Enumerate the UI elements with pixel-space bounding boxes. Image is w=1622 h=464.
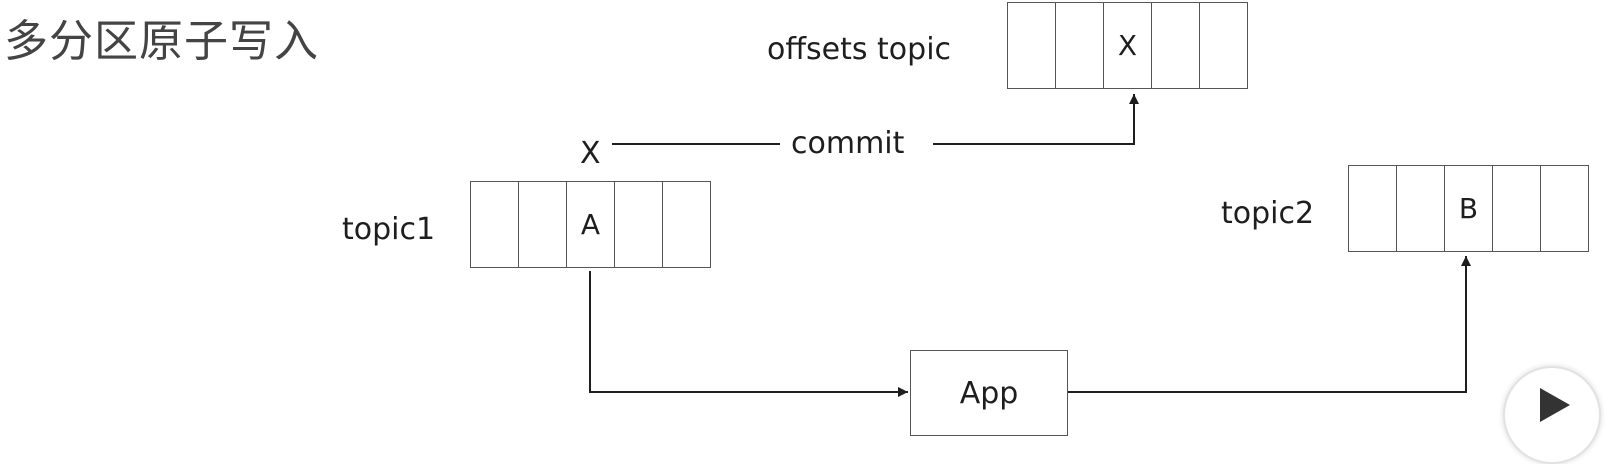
topic2-cell: B: [1445, 166, 1493, 251]
topic2-cell: [1397, 166, 1445, 251]
offsets-topic-cell: [1008, 3, 1056, 88]
slide-title: 多分区原子写入: [4, 16, 319, 67]
topic2-cell: [1493, 166, 1541, 251]
topic1-queue: A: [470, 181, 711, 268]
topic1-to-app-arrow: [589, 271, 908, 397]
offsets-topic-cell: [1152, 3, 1200, 88]
app-box: App: [910, 350, 1068, 436]
topic1-label: topic1: [342, 212, 436, 247]
diagram: 多分区原子写入 offsets topic X X commit topic1 …: [4, 2, 1601, 464]
topic2-queue: B: [1348, 165, 1589, 252]
commit-label: commit: [791, 126, 905, 161]
topic2-cell: [1541, 166, 1588, 251]
topic1-cell: [615, 182, 663, 267]
topic1-cell: [663, 182, 710, 267]
topic1-cell: [519, 182, 567, 267]
play-button[interactable]: [1503, 366, 1601, 464]
offsets-topic-cell: [1056, 3, 1104, 88]
topic2-label: topic2: [1221, 196, 1315, 231]
play-icon: [1540, 388, 1570, 422]
app-to-topic2-arrow: [1068, 256, 1471, 393]
commit-arrow: [933, 94, 1139, 145]
connectors: [589, 94, 1471, 397]
offsets-topic-cell: X: [1104, 3, 1152, 88]
topic1-cell: [471, 182, 519, 267]
topic1-cell: A: [567, 182, 615, 267]
app-label: App: [959, 375, 1019, 411]
offsets-topic-cell: [1200, 3, 1247, 88]
offsets-topic-label: offsets topic: [767, 32, 952, 67]
commit-marker: X: [580, 136, 601, 171]
topic2-cell: [1349, 166, 1397, 251]
offsets-topic-queue: X: [1007, 2, 1248, 89]
